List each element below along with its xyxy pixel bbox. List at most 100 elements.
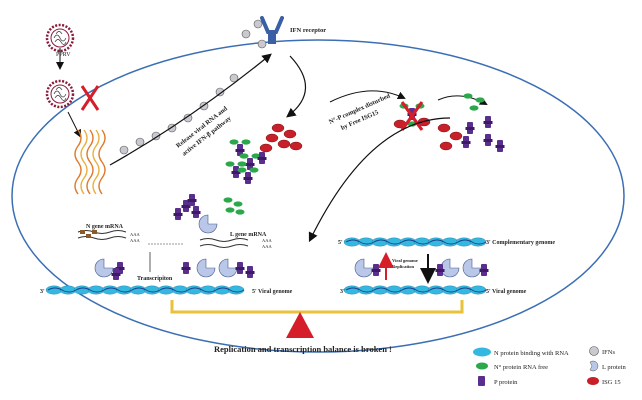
p-protein-icon (371, 269, 381, 272)
viral-rna-strands (74, 129, 106, 195)
l-protein-icon (196, 258, 216, 278)
n0-protein-icon (476, 362, 488, 370)
ifn-icon (215, 87, 225, 97)
ifn-receptor-icon (260, 16, 284, 44)
p-protein-icon (461, 141, 471, 144)
ifn-icon (257, 39, 267, 49)
isg15-icon (259, 143, 273, 153)
complementary-genome-label: 3' Complementary genome (486, 240, 555, 246)
ifn-icon (241, 29, 251, 39)
pprv-label: PPRV (56, 52, 71, 58)
right-viral-genome-label: 5' Viral genome (486, 289, 527, 295)
l-protein-icon (440, 258, 460, 278)
p-protein-icon (243, 177, 253, 180)
mrna-line (199, 244, 249, 248)
p-protein-icon (187, 199, 197, 202)
ifn-icon (151, 131, 161, 141)
p-protein-icon (245, 271, 255, 274)
p-protein-icon (483, 139, 493, 142)
l-protein-icon (198, 214, 218, 234)
l-gene-mrna-label: L gene mRNA (230, 232, 267, 238)
virus-particle-icon (45, 23, 75, 53)
signal-arrow (286, 55, 307, 118)
legend: N protein binding with RNA IFNs N° prote… (473, 346, 627, 386)
ribosome-icon (86, 234, 91, 238)
legend-n-protein: N protein binding with RNA (494, 350, 569, 357)
ifn-icon (229, 73, 239, 83)
right-3-prime: 3' (340, 289, 345, 295)
n0-protein-icon (233, 201, 243, 207)
n0-protein-icon (463, 93, 473, 99)
ifn-icon (119, 145, 129, 155)
genome-line (47, 287, 245, 293)
mrna-line (77, 236, 127, 240)
p-protein-icon (173, 213, 183, 216)
rna-strand (80, 129, 88, 195)
p-protein-icon (115, 267, 125, 270)
l-protein-icon (462, 258, 482, 278)
isg15-icon (449, 131, 463, 141)
cell-membrane (11, 39, 625, 353)
aaa-label: AAA (262, 238, 272, 243)
p-protein-icon (257, 157, 267, 160)
ribosome-icon (92, 230, 97, 234)
n0-protein-icon (223, 197, 233, 203)
p-protein-icon (231, 171, 241, 174)
p-protein-icon (495, 145, 505, 148)
aaa-label: AAA (130, 232, 140, 237)
p-protein-icon (479, 269, 489, 272)
isg15-icon (283, 129, 297, 139)
p-protein-icon (245, 163, 255, 166)
rna-strand (92, 129, 100, 195)
isg15-icon (439, 141, 453, 151)
rna-strand (74, 129, 82, 195)
replication-label-line2: Replication (392, 264, 414, 269)
p-protein-icon (191, 211, 201, 214)
return-arrow (308, 117, 451, 243)
n0-protein-icon (475, 97, 485, 103)
red-x-icon (400, 101, 424, 131)
ifn-icon (183, 113, 193, 123)
left-3-prime: 3' (40, 289, 45, 295)
ifn-receptor-label: IFN receptor (290, 27, 326, 34)
p-protein-icon (181, 267, 191, 270)
n-gene-mrna-label: N gene mRNA (86, 224, 124, 230)
legend-n0-protein: N° protein RNA free (494, 364, 548, 371)
n0-protein-icon (229, 139, 239, 145)
legend-l-protein: L protein (602, 364, 627, 371)
n0-protein-icon (239, 153, 249, 159)
n0-protein-icon (225, 161, 235, 167)
isg15-icon (587, 377, 599, 385)
rna-strand (98, 129, 106, 195)
aaa-label: AAA (262, 244, 272, 249)
p-protein-icon (111, 273, 121, 276)
uncoating-arrow (67, 111, 81, 138)
isg15-icon (289, 141, 303, 151)
legend-ifns: IFNs (602, 349, 615, 356)
mrna-line (199, 238, 249, 242)
ifn-chain (119, 73, 239, 155)
balance-broken-text: Replication and transcription balance is… (214, 344, 392, 354)
p-protein-icon (465, 127, 475, 130)
aaa-label: AAA (130, 238, 140, 243)
n0-protein-icon (407, 121, 417, 127)
left-viral-genome-label: 5' Viral genome (252, 289, 293, 295)
ifn-icon (253, 19, 263, 29)
p-protein-icon (483, 121, 493, 124)
p-protein-icon (181, 205, 191, 208)
n0-protein-icon (237, 167, 247, 173)
transcription-label: Transcripiton (137, 276, 173, 282)
rna-strand (86, 129, 94, 195)
isg15-icon (265, 133, 279, 143)
l-protein-icon (354, 258, 374, 278)
virus-particle-icon (45, 79, 75, 109)
red-x-icon (80, 85, 100, 111)
ribosome-icon (80, 230, 85, 234)
n0-protein-icon (241, 139, 251, 145)
genome-line (345, 239, 487, 245)
p-protein-icon (235, 267, 245, 270)
n0-protein-icon (225, 207, 235, 213)
ifn-pathway-arrow (109, 53, 272, 166)
p-protein-icon (235, 149, 245, 152)
n0-protein-icon (469, 105, 479, 111)
